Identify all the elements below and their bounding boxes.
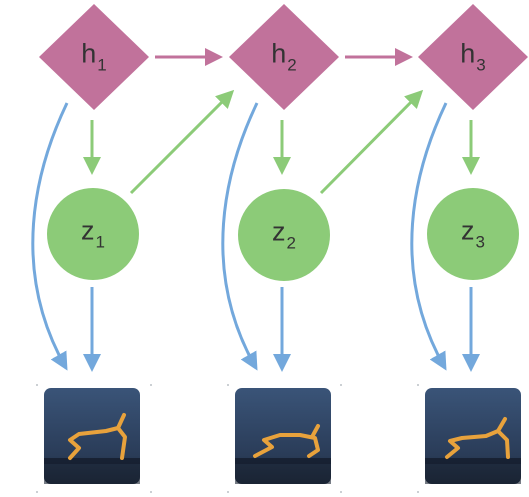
edge-h1-x1: [31, 102, 69, 371]
edge-h3-x3: [410, 102, 448, 371]
h3-index: 3: [476, 55, 486, 75]
h1-index: 1: [97, 55, 107, 75]
edge-h2-x2: [221, 102, 259, 371]
frame-3: [425, 388, 521, 484]
z1-label: z1: [81, 215, 105, 252]
h3-node: [418, 4, 528, 110]
z1-index: 1: [95, 232, 105, 252]
h2-label: h2: [271, 38, 297, 75]
h2-node: [229, 4, 339, 110]
z1-node: [47, 188, 139, 280]
z3-label: z3: [461, 215, 485, 252]
frame-2: [235, 388, 331, 484]
z1-letter: z: [81, 215, 95, 246]
frame-ticks: [36, 384, 419, 493]
z3-node: [427, 188, 519, 280]
h2-letter: h: [271, 38, 287, 69]
h3-letter: h: [460, 38, 476, 69]
walker-frame-2-icon: [253, 433, 320, 458]
z3-letter: z: [461, 215, 475, 246]
h2-index: 2: [287, 55, 297, 75]
walker-frame-3-icon: [445, 429, 510, 459]
edge-z1-h2: [129, 89, 235, 195]
h1-node: [39, 4, 149, 110]
edge-z2-h3: [319, 89, 424, 195]
z3-index: 3: [475, 232, 485, 252]
z2-node: [238, 189, 330, 281]
z2-index: 2: [286, 233, 296, 253]
z2-letter: z: [272, 216, 286, 247]
walker-frame-1-icon: [68, 426, 127, 460]
h1-label: h1: [81, 38, 107, 75]
z2-label: z2: [272, 216, 296, 253]
h3-label: h3: [460, 38, 486, 75]
h1-letter: h: [81, 38, 97, 69]
frame-1: [44, 388, 140, 484]
